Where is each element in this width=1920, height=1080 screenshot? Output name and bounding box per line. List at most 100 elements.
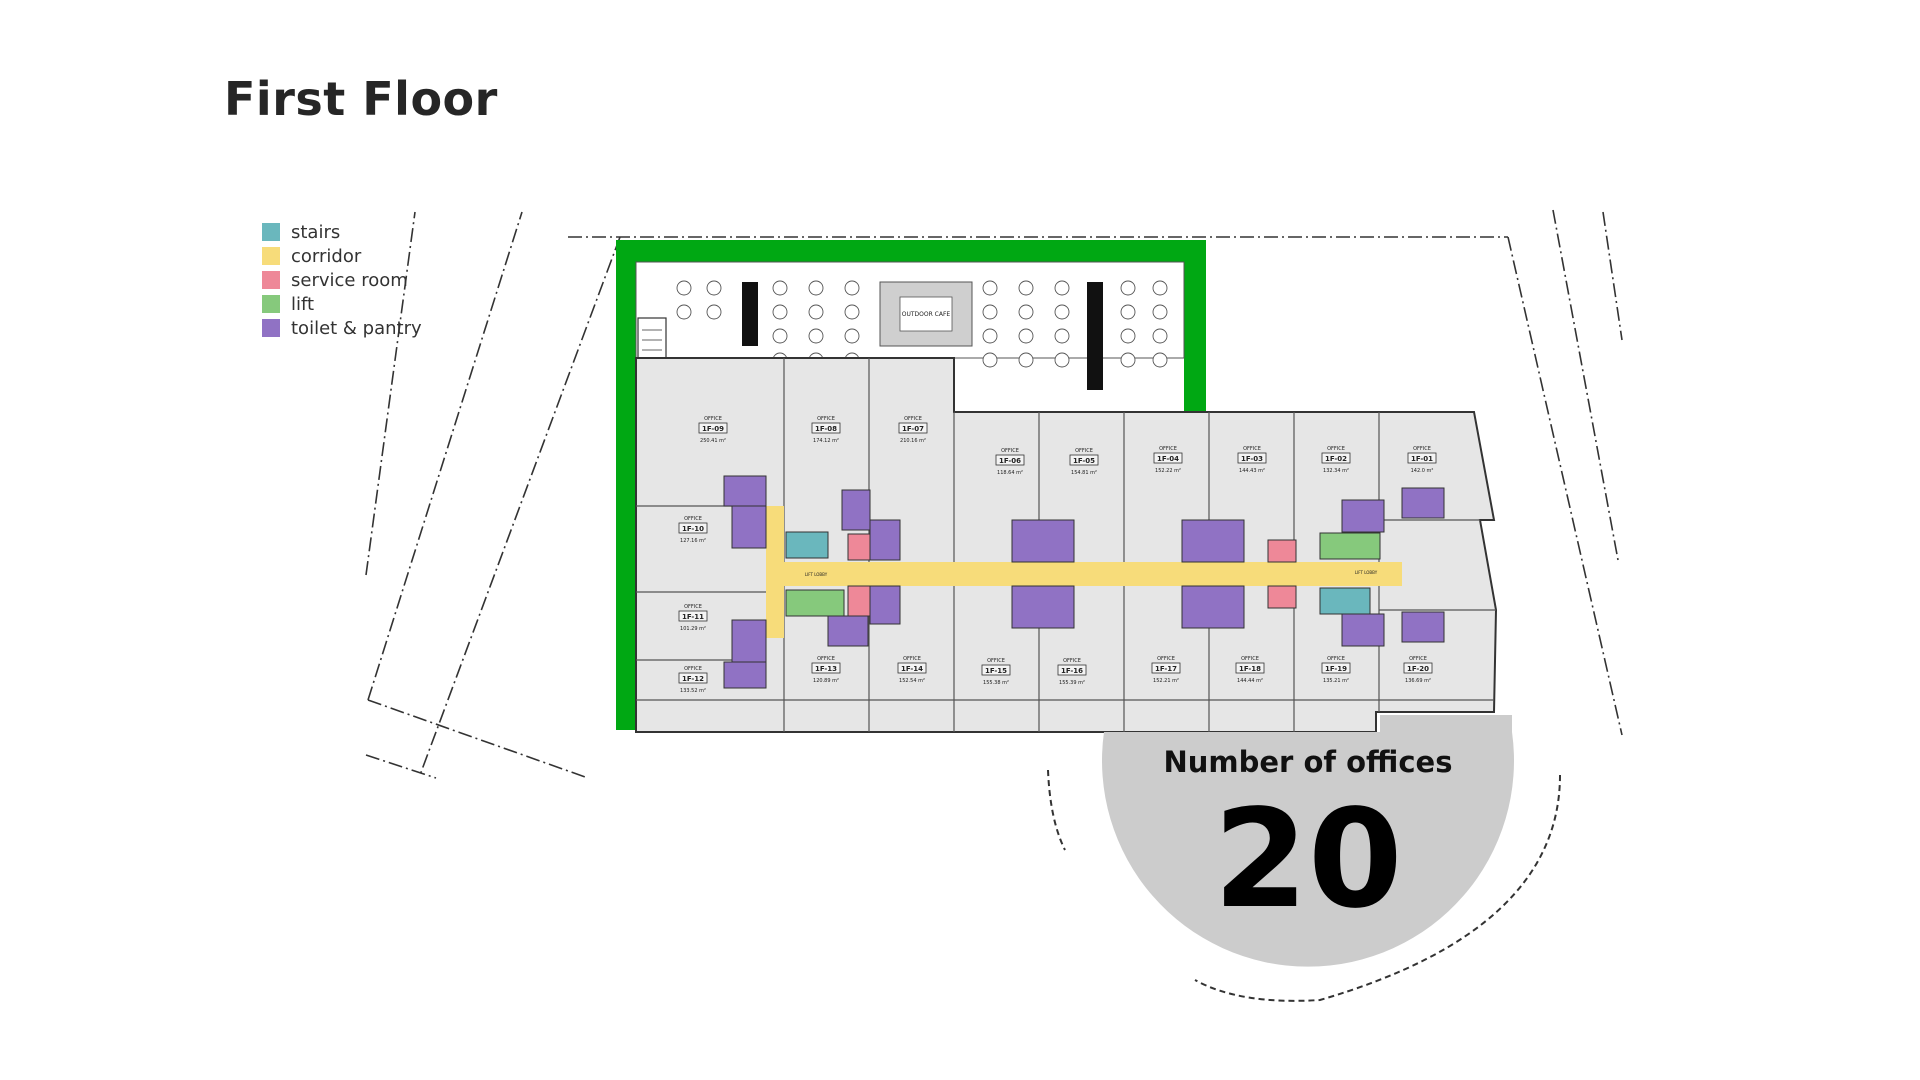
legend-item-stairs: stairs [262,220,422,244]
office-id: 1F-14 [901,665,923,673]
office-id: 1F-15 [985,667,1007,675]
landscape-strip-top [616,240,1206,262]
office-area: 155.38 m² [983,680,1009,686]
office-id: 1F-12 [682,675,704,683]
office-id: 1F-01 [1411,455,1433,463]
cafe-table [982,352,998,368]
cafe-table [1018,352,1034,368]
office-word: OFFICE [817,416,835,422]
office-word: OFFICE [1063,658,1081,664]
badge-shape [1102,715,1514,967]
office-label-1f-14: OFFICE 1F-14 152.54 m² [897,656,927,684]
cafe-seating [676,280,1168,368]
landscape-strip-left [616,240,636,730]
legend-item-service-room: service room [262,268,422,292]
office-id-box [1057,664,1087,676]
cafe-table [1152,328,1168,344]
lift-lobby-label-left: LIFT LOBBY [805,572,828,577]
site-boundary [365,209,1623,779]
cafe-table [844,280,860,296]
office-id: 1F-13 [815,665,837,673]
office-id-box [995,454,1025,466]
office-word: OFFICE [987,658,1005,664]
office-id: 1F-11 [682,613,704,621]
cafe-pavilion-inner [899,296,953,332]
office-id: 1F-09 [702,425,724,433]
legend-item-corridor: corridor [262,244,422,268]
cafe-table [808,304,824,320]
cafe-label: OUTDOOR CAFE [902,311,951,318]
office-id-box [897,662,927,674]
landscape-strip-right [1184,240,1206,412]
legend: stairs corridor service room lift toilet… [262,220,422,340]
office-id: 1F-03 [1241,455,1263,463]
lift-lobby-label-right: LIFT LOBBY [1355,570,1378,575]
stairs-cores [785,531,1371,615]
cafe-table [676,280,692,296]
cafe-table [1120,328,1136,344]
cafe-table [808,328,824,344]
office-area: 132.34 m² [1323,468,1349,474]
office-area: 118.64 m² [997,470,1023,476]
office-area: 136.69 m² [1405,678,1431,684]
office-id: 1F-19 [1325,665,1347,673]
office-area: 135.21 m² [1323,678,1349,684]
office-id-box [678,672,708,684]
office-id-box [1403,662,1433,674]
planter-left [742,282,758,346]
cafe-table [844,328,860,344]
office-area: 152.22 m² [1155,468,1181,474]
office-area: 120.89 m² [813,678,839,684]
legend-label-stairs: stairs [291,221,341,243]
office-id-box [678,522,708,534]
cafe-table [1054,280,1070,296]
office-id-box [1151,662,1181,674]
office-id-box [1069,454,1099,466]
office-word: OFFICE [1075,448,1093,454]
badge-value: 20 [1213,781,1402,939]
cafe-table [982,304,998,320]
office-id-box [1407,452,1437,464]
cafe-table [1152,280,1168,296]
legend-swatch-toilet-pantry [262,319,280,337]
lift-cores [785,532,1381,617]
office-area: 152.54 m² [899,678,925,684]
legend-label-lift: lift [291,293,315,315]
office-word: OFFICE [903,656,921,662]
cafe-table [1120,304,1136,320]
cafe-table [1120,280,1136,296]
legend-swatch-corridor [262,247,280,265]
planter-right [1087,282,1103,390]
office-id-box [898,422,928,434]
office-word: OFFICE [1413,446,1431,452]
cafe-table [982,280,998,296]
office-area: 155.39 m² [1059,680,1085,686]
office-word: OFFICE [684,604,702,610]
office-id: 1F-02 [1325,455,1347,463]
cafe-table [772,328,788,344]
office-id-box [1321,662,1351,674]
office-word: OFFICE [1327,446,1345,452]
cafe-table [1152,352,1168,368]
page-title: First Floor [224,72,498,126]
office-word: OFFICE [1327,656,1345,662]
legend-swatch-service-room [262,271,280,289]
legend-label-service-room: service room [291,269,408,291]
corridor [766,506,1402,638]
office-label-1f-19: OFFICE 1F-19 135.21 m² [1321,656,1351,684]
office-id-box [811,662,841,674]
office-id: 1F-18 [1239,665,1261,673]
office-id-box [981,664,1011,676]
office-area: 142.0 m² [1411,468,1434,474]
cafe-table [706,304,722,320]
